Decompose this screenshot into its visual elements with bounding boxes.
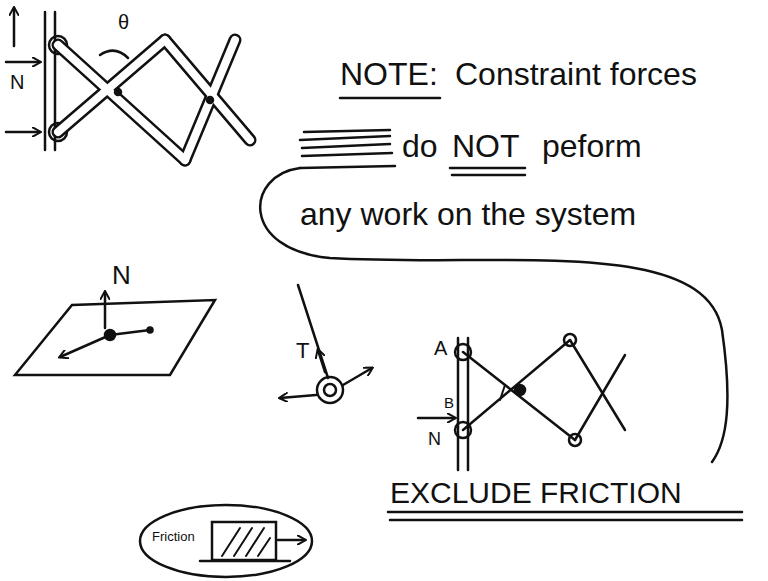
note-text: T bbox=[296, 340, 309, 362]
note-text: any work on the system bbox=[300, 198, 636, 230]
ellipse-label: Friction bbox=[152, 530, 195, 543]
note-text: do bbox=[402, 130, 438, 162]
note-text: A bbox=[434, 338, 447, 358]
note-text: EXCLUDE FRICTION bbox=[390, 478, 682, 508]
note-text: peform bbox=[542, 130, 642, 162]
ellipse-callout: Friction bbox=[138, 503, 314, 579]
note-text: N bbox=[428, 430, 441, 448]
note-text: N bbox=[112, 262, 131, 288]
note-text: NOTE: bbox=[340, 58, 438, 90]
note-text: NOT bbox=[452, 130, 520, 162]
note-text: N bbox=[10, 72, 24, 92]
note-text: θ bbox=[118, 12, 129, 32]
note-text: Constraint forces bbox=[455, 58, 697, 90]
note-text: B bbox=[444, 395, 454, 410]
